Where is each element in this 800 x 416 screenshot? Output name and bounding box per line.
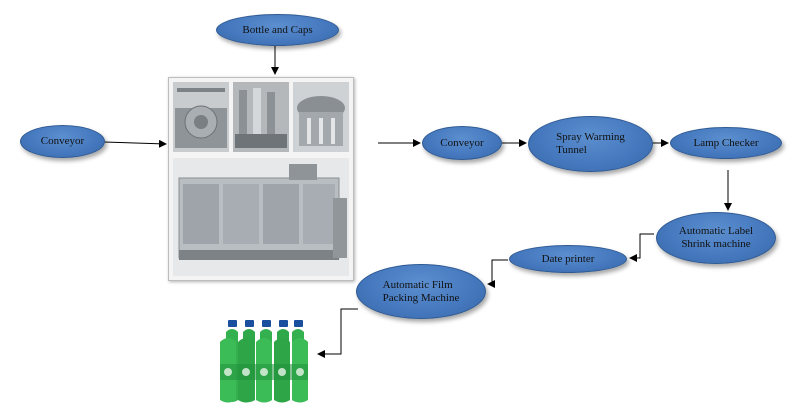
node-label: Conveyor <box>440 136 484 149</box>
node-conveyor-left: Conveyor <box>20 125 105 158</box>
arrow-film-to-bottles <box>317 308 358 358</box>
node-label: Bottle and Caps <box>242 23 313 36</box>
node-automatic-label-shrink: Automatic Label Shrink machine <box>656 212 776 264</box>
node-spray-warming-tunnel: Spray Warming Tunnel <box>528 116 653 172</box>
green-soda-bottles-icon <box>220 320 308 403</box>
machine-photo-icon <box>173 82 349 276</box>
node-conveyor-mid: Conveyor <box>422 126 502 160</box>
arrow-date-to-film <box>487 259 508 288</box>
arrow-conveyor-to-machine <box>103 139 167 148</box>
node-label: Date printer <box>541 252 595 265</box>
node-automatic-film-packing: Automatic Film Packing Machine <box>356 264 486 319</box>
node-label: Automatic Label Shrink machine <box>678 225 754 250</box>
node-label: Lamp Checker <box>693 136 759 149</box>
node-bottle-and-caps: Bottle and Caps <box>216 14 339 46</box>
node-label: Spray Warming Tunnel <box>556 131 625 156</box>
arrow-label-to-date <box>629 233 654 262</box>
node-date-printer: Date printer <box>509 245 627 273</box>
node-lamp-checker: Lamp Checker <box>670 127 782 159</box>
node-label: Automatic Film Packing Machine <box>382 278 460 304</box>
filling-machine-photo <box>168 77 354 281</box>
node-label: Conveyor <box>40 135 85 147</box>
